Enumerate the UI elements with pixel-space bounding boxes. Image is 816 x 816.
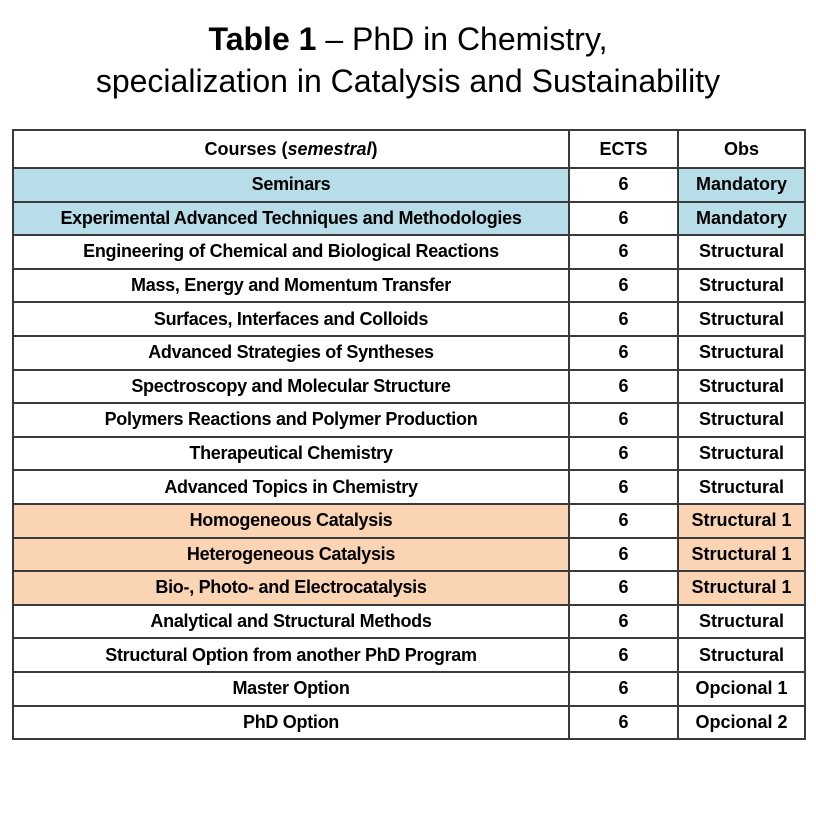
header-courses-suffix: ) bbox=[371, 138, 378, 159]
course-name-cell: Spectroscopy and Molecular Structure bbox=[12, 368, 570, 405]
obs-cell: Structural bbox=[677, 267, 806, 304]
ects-cell: 6 bbox=[568, 637, 679, 673]
course-name-cell: Advanced Topics in Chemistry bbox=[12, 469, 570, 505]
title-table-number: Table 1 bbox=[208, 21, 317, 57]
ects-cell: 6 bbox=[568, 334, 679, 371]
course-name-cell: Structural Option from another PhD Progr… bbox=[12, 637, 570, 673]
obs-cell: Structural bbox=[677, 603, 806, 640]
obs-cell: Mandatory bbox=[677, 167, 806, 203]
header-ects: ECTS bbox=[568, 129, 679, 169]
table-row: Structural Option from another PhD Progr… bbox=[12, 637, 806, 673]
ects-cell: 6 bbox=[568, 670, 679, 707]
ects-cell: 6 bbox=[568, 267, 679, 304]
ects-cell: 6 bbox=[568, 200, 679, 237]
ects-cell: 6 bbox=[568, 570, 679, 606]
course-name-cell: Master Option bbox=[12, 670, 570, 707]
obs-cell: Structural bbox=[677, 334, 806, 371]
obs-cell: Structural bbox=[677, 301, 806, 337]
obs-cell: Opcional 1 bbox=[677, 670, 806, 707]
obs-cell: Structural 1 bbox=[677, 570, 806, 606]
ects-cell: 6 bbox=[568, 603, 679, 640]
table-row: Experimental Advanced Techniques and Met… bbox=[12, 200, 806, 237]
title-program: – PhD in Chemistry, bbox=[316, 21, 608, 57]
obs-cell: Structural bbox=[677, 234, 806, 270]
course-name-cell: Homogeneous Catalysis bbox=[12, 502, 570, 539]
course-name-cell: Polymers Reactions and Polymer Productio… bbox=[12, 402, 570, 438]
table-row: Polymers Reactions and Polymer Productio… bbox=[12, 402, 806, 438]
header-obs: Obs bbox=[677, 129, 806, 169]
obs-cell: Structural bbox=[677, 402, 806, 438]
ects-cell: 6 bbox=[568, 704, 679, 741]
title-line-1: Table 1 – PhD in Chemistry, bbox=[0, 18, 816, 60]
document-title: Table 1 – PhD in Chemistry, specializati… bbox=[0, 18, 816, 102]
ects-cell: 6 bbox=[568, 402, 679, 438]
ects-cell: 6 bbox=[568, 301, 679, 337]
course-name-cell: Seminars bbox=[12, 167, 570, 203]
course-name-cell: Advanced Strategies of Syntheses bbox=[12, 334, 570, 371]
header-courses-prefix: Courses ( bbox=[204, 138, 288, 159]
obs-cell: Opcional 2 bbox=[677, 704, 806, 741]
course-name-cell: Mass, Energy and Momentum Transfer bbox=[12, 267, 570, 304]
obs-cell: Structural bbox=[677, 435, 806, 472]
course-name-cell: Heterogeneous Catalysis bbox=[12, 536, 570, 573]
header-courses-italic: semestral bbox=[287, 138, 372, 159]
obs-cell: Structural 1 bbox=[677, 536, 806, 573]
obs-cell: Structural 1 bbox=[677, 502, 806, 539]
course-name-cell: Therapeutical Chemistry bbox=[12, 435, 570, 472]
table-row: Engineering of Chemical and Biological R… bbox=[12, 234, 806, 270]
ects-cell: 6 bbox=[568, 502, 679, 539]
course-name-cell: Analytical and Structural Methods bbox=[12, 603, 570, 640]
ects-cell: 6 bbox=[568, 469, 679, 505]
ects-cell: 6 bbox=[568, 167, 679, 203]
obs-cell: Mandatory bbox=[677, 200, 806, 237]
course-name-cell: PhD Option bbox=[12, 704, 570, 741]
obs-cell: Structural bbox=[677, 637, 806, 673]
course-name-cell: Bio-, Photo- and Electrocatalysis bbox=[12, 570, 570, 606]
ects-cell: 6 bbox=[568, 368, 679, 405]
course-name-cell: Engineering of Chemical and Biological R… bbox=[12, 234, 570, 270]
ects-cell: 6 bbox=[568, 234, 679, 270]
table-header-row: Courses (semestral) ECTS Obs bbox=[12, 129, 806, 169]
obs-cell: Structural bbox=[677, 368, 806, 405]
ects-cell: 6 bbox=[568, 435, 679, 472]
title-line-2: specialization in Catalysis and Sustaina… bbox=[95, 63, 721, 99]
course-name-cell: Surfaces, Interfaces and Colloids bbox=[12, 301, 570, 337]
header-courses: Courses (semestral) bbox=[12, 129, 570, 169]
course-name-cell: Experimental Advanced Techniques and Met… bbox=[12, 200, 570, 237]
ects-cell: 6 bbox=[568, 536, 679, 573]
obs-cell: Structural bbox=[677, 469, 806, 505]
